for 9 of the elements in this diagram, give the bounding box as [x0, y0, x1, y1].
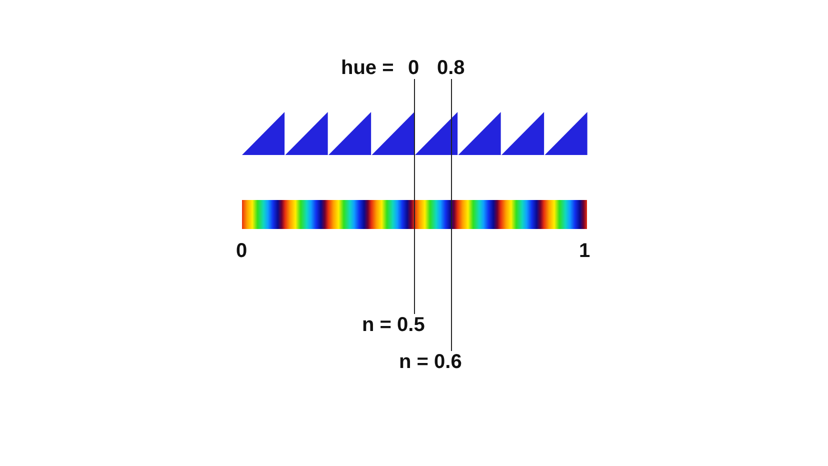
axis-tick-label: 0	[236, 240, 248, 262]
hue-value-label: 0.8	[437, 57, 465, 79]
marker-line	[451, 78, 452, 352]
hue-value-label: 0	[408, 57, 420, 79]
axis-tick-label: 1	[579, 240, 590, 262]
n-value-label: n = 0.6	[399, 351, 462, 373]
hue-label: hue =	[341, 57, 394, 79]
marker-line	[414, 78, 415, 314]
n-value-label: n = 0.5	[362, 314, 425, 336]
